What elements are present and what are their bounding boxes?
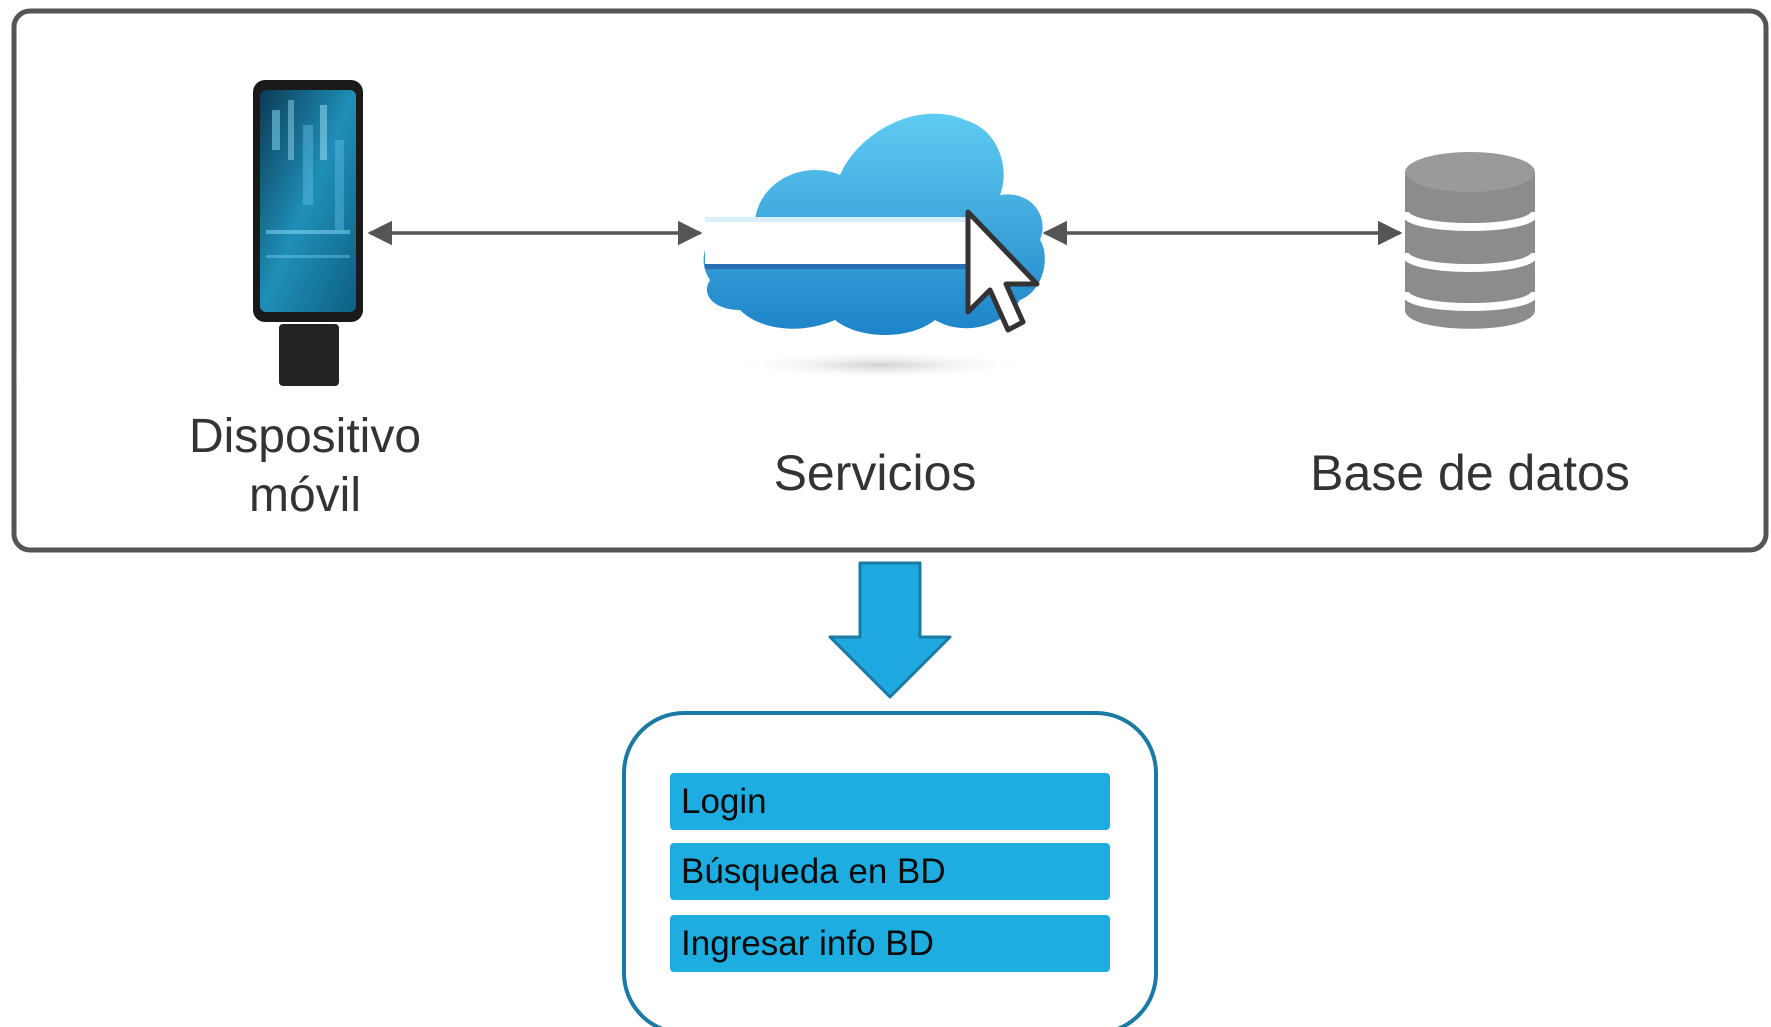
function-login: Login (670, 773, 1110, 830)
database-icon (1401, 152, 1539, 329)
function-ingresar-bd: Ingresar info BD (670, 915, 1110, 972)
smartphone-icon (253, 80, 363, 386)
down-arrow-icon (828, 561, 952, 699)
cloud-web-icon (703, 113, 1045, 379)
database-label: Base de datos (1310, 445, 1630, 501)
device-label-line-1: Dispositivo (188, 410, 422, 463)
device-label: Dispositivo móvil (155, 408, 455, 525)
device-label-line-2: móvil (248, 468, 361, 522)
services-label: Servicios (773, 445, 977, 501)
function-busqueda-bd: Búsqueda en BD (670, 843, 1110, 900)
